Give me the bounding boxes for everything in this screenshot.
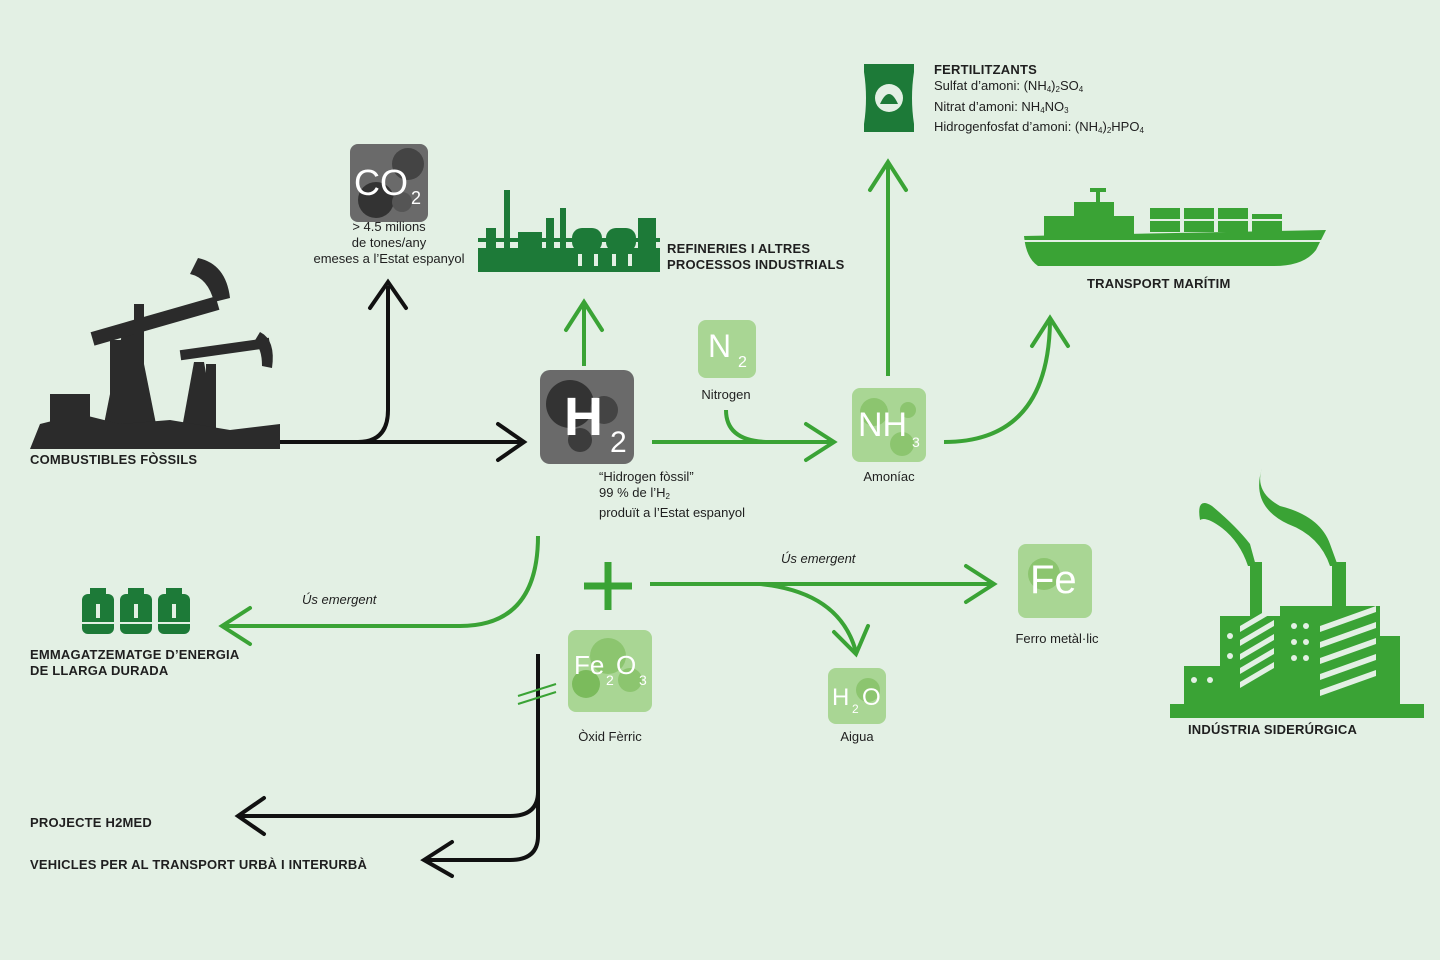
water-sub-2: 2	[852, 702, 859, 716]
fe-tile: Fe	[1018, 544, 1092, 618]
fertilizer-bag-icon	[864, 64, 914, 132]
water-o: O	[862, 684, 881, 711]
fe-symbol: Fe	[1030, 558, 1077, 602]
shipping-label: TRANSPORT MARÍTIM	[1087, 276, 1231, 291]
h2-caption: “Hidrogen fòssil” 99 % de l’H2 produït a…	[599, 469, 745, 521]
water-texture	[856, 678, 880, 702]
co2-tile: CO 2	[350, 144, 428, 222]
n2-tile: N 2	[698, 320, 756, 378]
refineries-line-1: REFINERIES I ALTRES	[667, 241, 811, 256]
arrow-to-vehicles	[426, 790, 540, 862]
storage-line-2: DE LLARGA DURADA	[30, 663, 169, 678]
n2-symbol: N	[708, 328, 732, 364]
water-label: Aigua	[840, 729, 874, 744]
steel-plant-icon	[1170, 468, 1424, 718]
storage-line-1: EMMAGATZEMATGE D’ENERGIA	[30, 647, 240, 662]
fe2o3-sub-2: 2	[606, 672, 614, 688]
plus-sign	[584, 562, 632, 610]
arrow-n2-join	[724, 409, 771, 444]
fe2o3-sub-3: 3	[639, 672, 647, 688]
co2-line-1: > 4.5 milions	[352, 219, 426, 234]
fe-texture	[1028, 558, 1060, 590]
refineries-line-2: PROCESSOS INDUSTRIALS	[667, 257, 845, 272]
arrow-nh3-to-shipping	[943, 321, 1052, 444]
fertilizer-line-3: Hidrogenfosfat d’amoni: (NH4)2HPO4	[934, 119, 1144, 135]
steel-label: INDÚSTRIA SIDERÚRGICA	[1188, 722, 1358, 737]
fe2o3-tile: Fe 2 O 3	[568, 630, 652, 712]
fossil-label: COMBUSTIBLES FÒSSILS	[30, 452, 198, 467]
h2med-label: PROJECTE H2MED	[30, 815, 152, 830]
storage-emergent-label: Ús emergent	[302, 592, 377, 607]
refineries-label: REFINERIES I ALTRES PROCESSOS INDUSTRIAL…	[667, 241, 845, 273]
water-h: H	[832, 684, 850, 711]
h2-line-3: produït a l’Estat espanyol	[599, 505, 745, 520]
n2-subscript: 2	[738, 354, 747, 371]
nh3-tile: NH 3	[852, 388, 926, 462]
fe2o3-label: Òxid Fèrric	[578, 729, 642, 744]
h2-texture	[546, 380, 618, 452]
nh3-subscript: 3	[912, 434, 920, 450]
storage-label: EMMAGATZEMATGE D’ENERGIA DE LLARGA DURAD…	[30, 647, 239, 679]
fertilizer-line-1: Sulfat d’amoni: (NH4)2SO4	[934, 78, 1084, 94]
h2-line-1: “Hidrogen fòssil”	[599, 469, 694, 484]
fe2o3-fe: Fe	[574, 650, 605, 680]
co2-subscript: 2	[411, 188, 422, 208]
oil-pump-icon	[30, 258, 280, 449]
storage-tanks-icon	[80, 588, 192, 634]
h2-symbol: H	[564, 387, 603, 447]
n2-label: Nitrogen	[701, 387, 751, 402]
fertilizers-text: FERTILITZANTS Sulfat d’amoni: (NH4)2SO4 …	[934, 62, 1144, 140]
nh3-label: Amoníac	[863, 469, 915, 484]
co2-caption: > 4.5 milions de tones/any emeses a l’Es…	[300, 219, 478, 267]
co2-texture	[358, 148, 424, 218]
co2-line-2: de tones/any	[351, 235, 427, 250]
h2-tile: H 2	[540, 370, 634, 464]
co2-symbol: CO	[354, 162, 408, 203]
h2-line-2-sub: 2	[665, 492, 670, 501]
co2-line-3: emeses a l’Estat espanyol	[313, 251, 465, 266]
nh3-texture	[860, 398, 916, 456]
fe2o3-texture	[572, 638, 642, 698]
cargo-ship-icon	[1024, 188, 1326, 266]
h2-line-2: 99 % de l’H2	[599, 485, 745, 505]
break-mark	[517, 683, 557, 705]
water-tile: H 2 O	[828, 668, 886, 724]
nh3-symbol: NH	[858, 406, 908, 444]
fe2o3-o: O	[616, 650, 637, 680]
arrow-h2-to-storage	[224, 535, 540, 628]
h2-subscript: 2	[610, 426, 627, 459]
arrow-to-h2med	[240, 654, 540, 818]
vehicles-label: VEHICLES PER AL TRANSPORT URBÀ I INTERUR…	[30, 857, 368, 872]
arrow-fossil-to-co2	[357, 286, 390, 444]
fe-label: Ferro metàl·lic	[1015, 631, 1099, 646]
fertilizer-line-2: Nitrat d’amoni: NH4NO3	[934, 98, 1069, 115]
arrow-to-water	[759, 582, 858, 653]
fertilizers-title: FERTILITZANTS	[934, 62, 1037, 77]
h2-line-2-text: 99 % de l’H	[599, 485, 666, 500]
factory-icon	[478, 190, 660, 272]
fe-emergent-label: Ús emergent	[781, 551, 856, 566]
